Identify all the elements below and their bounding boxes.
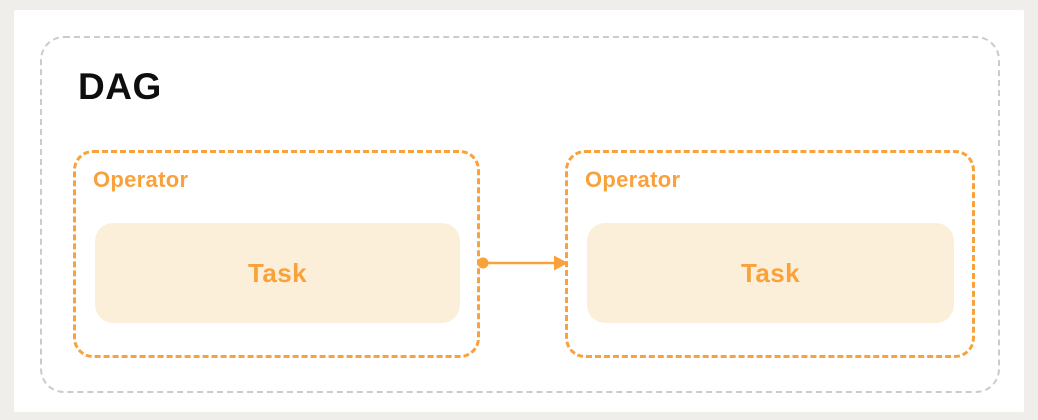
- operator-node-2: Operator Task: [565, 150, 975, 358]
- dag-boundary-box: [40, 36, 1000, 393]
- task-2-label: Task: [741, 257, 800, 288]
- edge-arrow: [477, 255, 568, 271]
- task-node-2: Task: [587, 223, 954, 323]
- task-node-1: Task: [95, 223, 460, 323]
- operator-1-label: Operator: [93, 167, 189, 192]
- task-1-label: Task: [248, 257, 307, 288]
- arrow-head-icon: [554, 255, 568, 271]
- operator-node-1: Operator Task: [73, 150, 480, 358]
- dag-title: DAG: [78, 66, 162, 107]
- diagram-card: DAG Operator Task Operator Task: [14, 10, 1024, 412]
- operator-2-label: Operator: [585, 167, 681, 192]
